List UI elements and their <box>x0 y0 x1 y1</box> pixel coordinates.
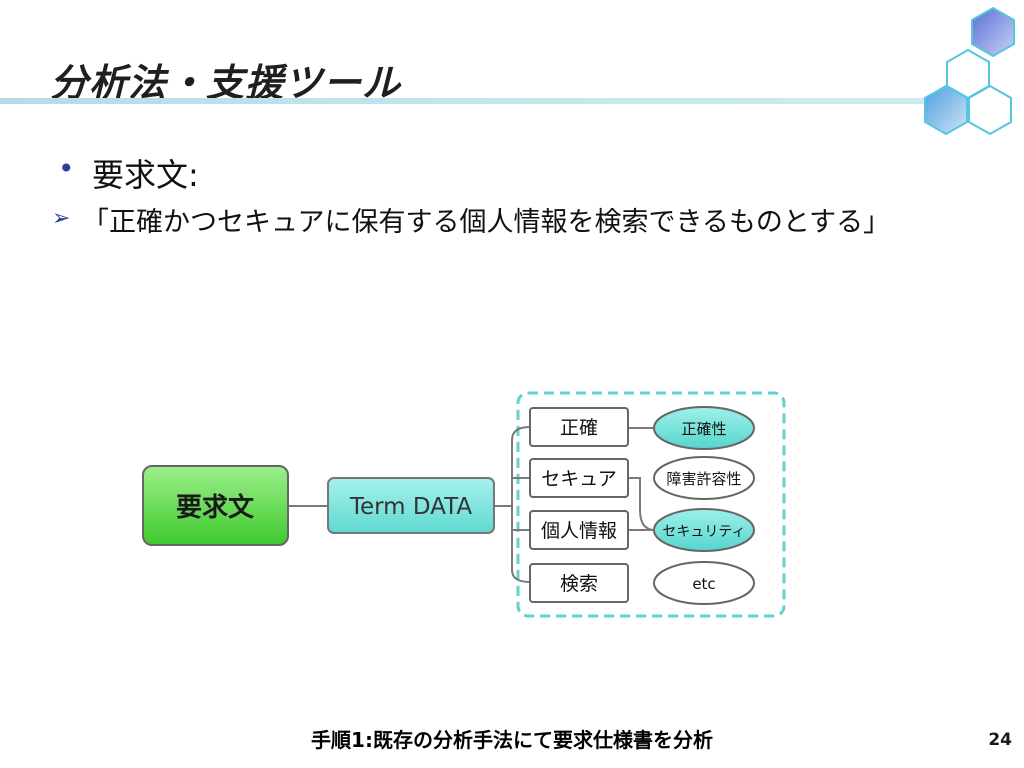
bullet-requirement-sentence: 「正確かつセキュアに保有する個人情報を検索できるものとする」 <box>82 207 891 238</box>
item-label-search: 検索 <box>560 573 598 595</box>
hexagon-cluster-icon <box>924 6 1015 136</box>
slide-title: 分析法・支援ツール <box>50 61 402 105</box>
item-label-accuracy: 正確 <box>560 417 598 439</box>
attr-label-accuracy: 正確性 <box>681 420 726 438</box>
item-box-secure <box>529 458 629 498</box>
attr-label-etc: etc <box>692 575 715 593</box>
item-label-secure: セキュア <box>541 468 617 490</box>
attr-ellipse-security <box>653 508 755 552</box>
footer-note: 手順1:既存の分析手法にて要求仕様書を分析 <box>311 728 713 752</box>
bullet-requirement-label: 要求文: <box>92 156 199 194</box>
arrowhead-bullet-icon: ➢ <box>52 206 71 231</box>
bracket-connector <box>511 426 531 583</box>
root-node-label: 要求文 <box>176 492 255 523</box>
term-data-label: Term DATA <box>349 494 473 520</box>
item-box-accuracy <box>529 407 629 447</box>
attr-label-security: セキュリティ <box>662 524 745 540</box>
term-data-node <box>327 477 495 534</box>
attr-label-fault-tolerance: 障害許容性 <box>666 470 741 488</box>
attr-ellipse-fault-tolerance <box>653 456 755 500</box>
connector-item-attr-2 <box>628 477 656 531</box>
title-underline <box>0 98 925 104</box>
attr-ellipse-accuracy <box>653 406 755 450</box>
item-box-search <box>529 563 629 603</box>
bullet-dot-icon: • <box>58 152 75 185</box>
root-node <box>142 465 289 546</box>
item-label-personal-info: 個人情報 <box>541 520 617 542</box>
page-number: 24 <box>988 730 1012 750</box>
attr-ellipse-etc <box>653 561 755 605</box>
item-box-personal-info <box>529 510 629 550</box>
